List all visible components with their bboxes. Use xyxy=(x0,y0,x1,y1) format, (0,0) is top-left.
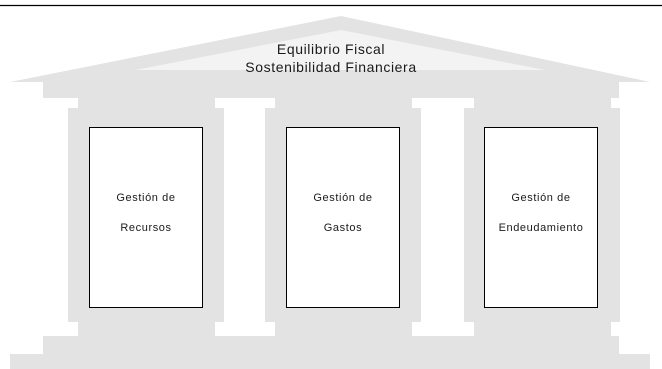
pillar-1-label-line2: Recursos xyxy=(120,222,172,234)
base-step-upper xyxy=(43,336,619,354)
pillar-1-box xyxy=(89,127,203,308)
pillar-2-label-line2: Gastos xyxy=(323,222,363,234)
pillar-2-box xyxy=(286,127,400,308)
pillar-2-label-line1: Gestión de xyxy=(313,192,373,204)
pillar-3-box xyxy=(484,127,598,308)
roof-title: Equilibrio Fiscal xyxy=(276,41,386,57)
pillar-3-label-line2: Endeudamiento xyxy=(498,222,584,234)
pillar-1-label-line1: Gestión de xyxy=(116,192,176,204)
roof-highlight xyxy=(135,30,545,70)
base-step-lower xyxy=(10,354,650,369)
roof-subtitle: Sostenibilidad Financiera xyxy=(245,59,417,75)
entablature xyxy=(43,82,619,98)
pillar-3-label-line1: Gestión de xyxy=(511,192,571,204)
